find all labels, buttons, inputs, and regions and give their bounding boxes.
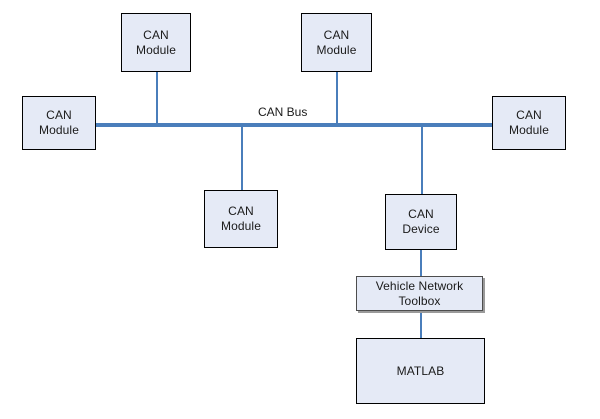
connector-link-bus-to-can-device [421,125,423,194]
connector-link-top-right-to-bus [336,72,338,125]
node-can-module-bottom: CAN Module [204,190,278,248]
node-can-module-top-left: CAN Module [121,13,191,72]
node-can-device: CAN Device [385,194,457,250]
connector-link-device-to-toolbox [420,250,422,276]
node-can-module-top-right: CAN Module [301,13,372,72]
connector-link-toolbox-to-matlab [420,311,422,338]
node-can-module-left: CAN Module [22,96,96,150]
node-matlab: MATLAB [356,338,485,404]
connector-bus-trunk [96,123,494,127]
connector-link-bus-to-bottom [241,125,243,190]
node-vehicle-network-toolbox: Vehicle Network Toolbox [356,276,483,311]
node-can-module-right: CAN Module [492,96,566,150]
connector-link-top-left-to-bus [156,72,158,125]
bus-label: CAN Bus [255,105,311,120]
